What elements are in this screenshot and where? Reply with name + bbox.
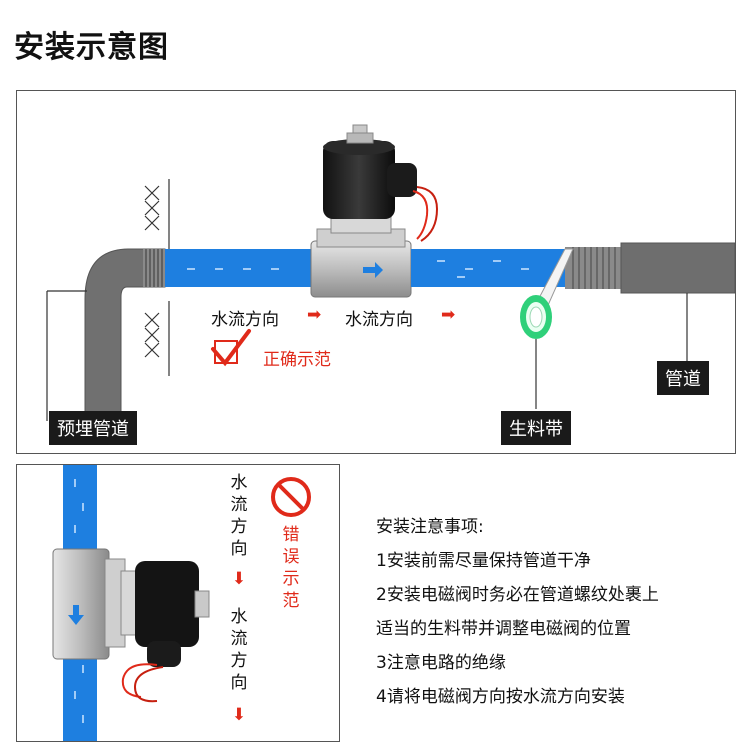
installation-notes: 安装注意事项: 1安装前需尽量保持管道干净 2安装电磁阀时务必在管道螺纹处裹上 …	[376, 512, 659, 716]
installation-diagram	[46, 124, 735, 427]
note-item: 适当的生料带并调整电磁阀的位置	[376, 619, 631, 639]
valve-direction-arrow-down	[68, 605, 84, 625]
correct-installation-panel: 预埋管道 生料带 管道 水流方向 ➡ 水流方向 ➡ 正确示范	[16, 90, 736, 454]
wall-hatch-lower	[144, 301, 170, 376]
flow-a-char: 水	[230, 473, 248, 493]
flow-b-char: 向	[230, 673, 248, 693]
wrong-label-char: 范	[282, 591, 300, 611]
correct-label: 正确示范	[263, 350, 331, 370]
flow-arrow-1: ➡	[307, 305, 322, 325]
wrong-label-char: 错	[282, 525, 300, 545]
valve-direction-arrow	[363, 262, 383, 278]
wrong-installation-panel: 水 流 方 向 ⬇ 水 流 方 向 ⬇ 错 误 示 范	[16, 464, 340, 742]
gray-pipe-right	[620, 242, 735, 294]
note-item: 2安装电磁阀时务必在管道螺纹处裹上	[376, 585, 659, 605]
wrong-installation-diagram	[52, 465, 311, 741]
note-item: 4请将电磁阀方向按水流方向安装	[376, 687, 625, 707]
water-pipe-right	[411, 249, 565, 287]
checkmark-icon	[211, 329, 251, 367]
sideways-valve	[52, 548, 210, 703]
note-item: 3注意电路的绝缘	[376, 653, 506, 673]
flow-a-char: 流	[230, 495, 248, 515]
note-item: 1安装前需尽量保持管道干净	[376, 551, 591, 571]
down-arrow-b: ⬇	[231, 705, 247, 725]
water-pipe-left	[165, 249, 315, 287]
flow-label-1: 水流方向	[211, 310, 279, 330]
tape-roll	[520, 295, 552, 339]
flow-b-char: 方	[230, 651, 248, 671]
down-arrow-a: ⬇	[231, 569, 247, 589]
wrong-label-char: 示	[282, 569, 300, 589]
flow-arrow-2: ➡	[441, 305, 456, 325]
label-tape: 生料带	[501, 411, 571, 445]
flow-label-2: 水流方向	[345, 310, 413, 330]
prohibited-icon	[271, 477, 311, 517]
flow-a-char: 向	[230, 539, 248, 559]
page-title: 安装示意图	[14, 30, 169, 65]
label-pipe: 管道	[657, 361, 709, 395]
wall-hatch-upper	[144, 179, 170, 253]
flow-a-char: 方	[230, 517, 248, 537]
notes-heading: 安装注意事项:	[376, 517, 484, 537]
solenoid-valve	[310, 124, 439, 298]
flow-b-char: 水	[230, 607, 248, 627]
flow-b-char: 流	[230, 629, 248, 649]
label-preburied-pipe: 预埋管道	[49, 411, 137, 445]
wrong-label-char: 误	[282, 547, 300, 567]
pipe-thread-right	[565, 247, 621, 289]
